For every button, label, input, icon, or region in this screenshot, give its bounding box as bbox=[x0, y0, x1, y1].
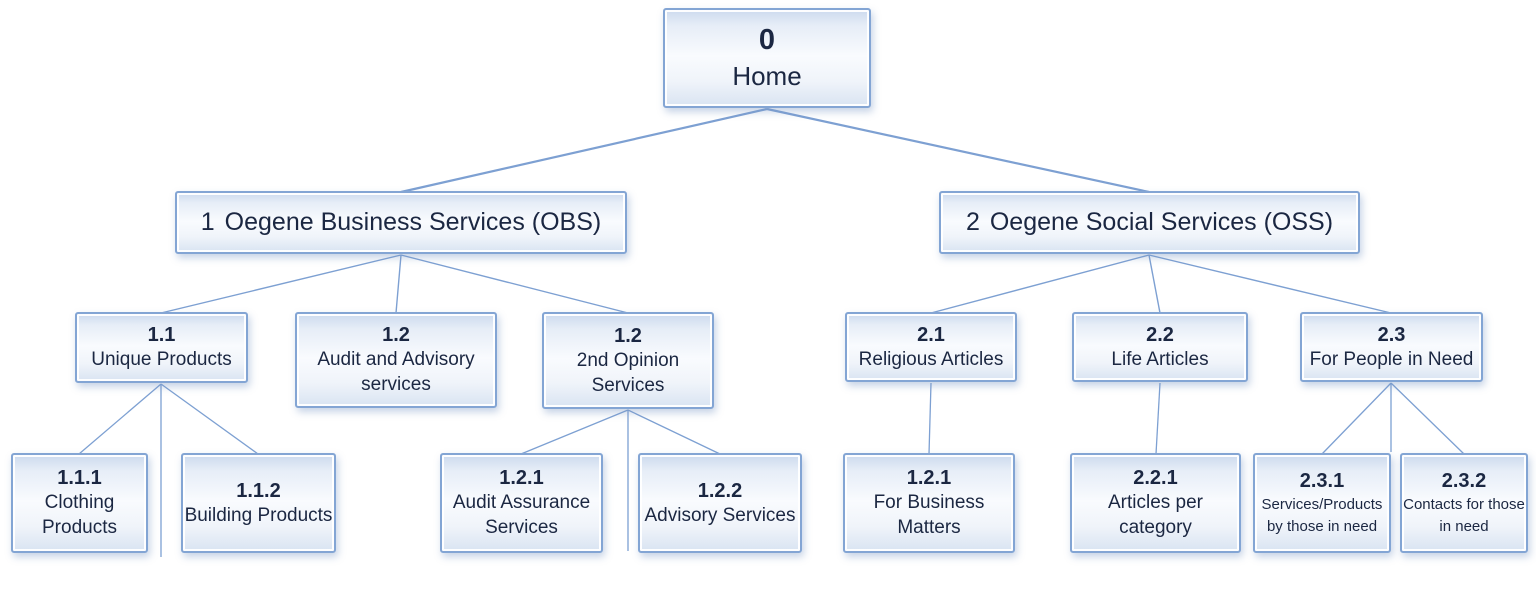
node-label: Audit and Advisory services bbox=[317, 349, 475, 395]
node-number: 1 bbox=[200, 208, 215, 237]
connector-home-oss bbox=[766, 107, 1150, 194]
node-label: Home bbox=[732, 60, 802, 91]
node-label: Services/Products by those in need bbox=[1261, 496, 1383, 535]
node-clothing-products[interactable]: 1.1.1 Clothing Products bbox=[11, 453, 148, 553]
node-label: 2nd Opinion Services bbox=[576, 349, 680, 396]
node-label: Oegene Business Services (OBS) bbox=[224, 208, 602, 237]
node-number: 1.1.2 bbox=[236, 479, 281, 502]
node-for-business-matters[interactable]: 1.2.1 For Business Matters bbox=[843, 453, 1015, 553]
node-number: 2.1 bbox=[917, 323, 945, 346]
node-label: Life Articles bbox=[1111, 348, 1209, 370]
node-building-products[interactable]: 1.1.2 Building Products bbox=[181, 453, 336, 553]
node-label: Unique Products bbox=[91, 349, 232, 371]
node-number: 2 bbox=[965, 208, 980, 237]
connector-n23-n231 bbox=[1321, 382, 1392, 455]
connector-n12b-n121 bbox=[520, 409, 629, 455]
node-home[interactable]: 0 Home bbox=[663, 8, 871, 108]
node-for-people-in-need[interactable]: 2.3 For People in Need bbox=[1300, 312, 1483, 382]
node-contacts-for-those-in-need[interactable]: 2.3.2 Contacts for those in need bbox=[1400, 453, 1528, 553]
node-services-products-by-those-in-need[interactable]: 2.3.1 Services/Products by those in need bbox=[1253, 453, 1391, 553]
node-unique-products[interactable]: 1.1 Unique Products bbox=[75, 312, 248, 383]
node-label: Contacts for those in need bbox=[1403, 496, 1525, 535]
connector-oss-n22 bbox=[1148, 254, 1161, 314]
node-oegene-business-services[interactable]: 1 Oegene Business Services (OBS) bbox=[175, 191, 627, 254]
node-label: Clothing Products bbox=[42, 492, 117, 538]
node-number: 1.2.1 bbox=[499, 467, 544, 490]
node-label: Advisory Services bbox=[644, 504, 796, 526]
node-number: 2.2.1 bbox=[1133, 467, 1178, 490]
node-oegene-social-services[interactable]: 2 Oegene Social Services (OSS) bbox=[939, 191, 1360, 254]
connector-n11-n111 bbox=[78, 383, 162, 455]
connector-n23-n232 bbox=[1390, 382, 1465, 455]
node-articles-per-category[interactable]: 2.2.1 Articles per category bbox=[1070, 453, 1241, 553]
connector-n12b-n122 bbox=[627, 409, 721, 455]
node-number: 1.2 bbox=[614, 324, 642, 347]
node-2nd-opinion-services[interactable]: 1.2 2nd Opinion Services bbox=[542, 312, 714, 409]
connector-obs-n12b bbox=[400, 254, 629, 314]
node-number: 1.1 bbox=[147, 324, 176, 347]
node-number: 1.1.1 bbox=[57, 467, 102, 490]
connector-obs-n12a bbox=[395, 254, 402, 314]
node-audit-and-advisory-services[interactable]: 1.2 Audit and Advisory services bbox=[295, 312, 497, 408]
node-label: Articles per category bbox=[1107, 492, 1204, 538]
connector-n11-n112 bbox=[160, 383, 259, 455]
node-number: 2.3.1 bbox=[1299, 470, 1345, 493]
node-number: 0 bbox=[758, 24, 776, 57]
node-life-articles[interactable]: 2.2 Life Articles bbox=[1072, 312, 1248, 382]
connector-oss-n23 bbox=[1148, 254, 1392, 314]
node-advisory-services[interactable]: 1.2.2 Advisory Services bbox=[638, 453, 802, 553]
node-label: For Business Matters bbox=[873, 492, 985, 538]
node-number: 2.3.2 bbox=[1441, 470, 1487, 493]
connector-n22-n221 bbox=[1155, 382, 1161, 455]
node-label: Building Products bbox=[184, 504, 333, 526]
connector-home-obs bbox=[400, 107, 768, 194]
node-number: 2.2 bbox=[1146, 323, 1174, 346]
connector-obs-n11 bbox=[160, 254, 402, 314]
node-religious-articles[interactable]: 2.1 Religious Articles bbox=[845, 312, 1017, 382]
node-number: 1.2.2 bbox=[697, 479, 743, 502]
node-number: 2.3 bbox=[1377, 323, 1406, 346]
node-label: Religious Articles bbox=[858, 348, 1004, 370]
node-label: Oegene Social Services (OSS) bbox=[989, 208, 1334, 237]
connector-oss-n21 bbox=[930, 254, 1150, 314]
node-label: Audit Assurance Services bbox=[452, 492, 591, 538]
node-number: 1.2.1 bbox=[906, 467, 952, 490]
node-audit-assurance-services[interactable]: 1.2.1 Audit Assurance Services bbox=[440, 453, 603, 553]
node-label: For People in Need bbox=[1309, 348, 1474, 370]
connector-n21-n121b bbox=[928, 382, 932, 455]
node-number: 1.2 bbox=[382, 324, 410, 347]
